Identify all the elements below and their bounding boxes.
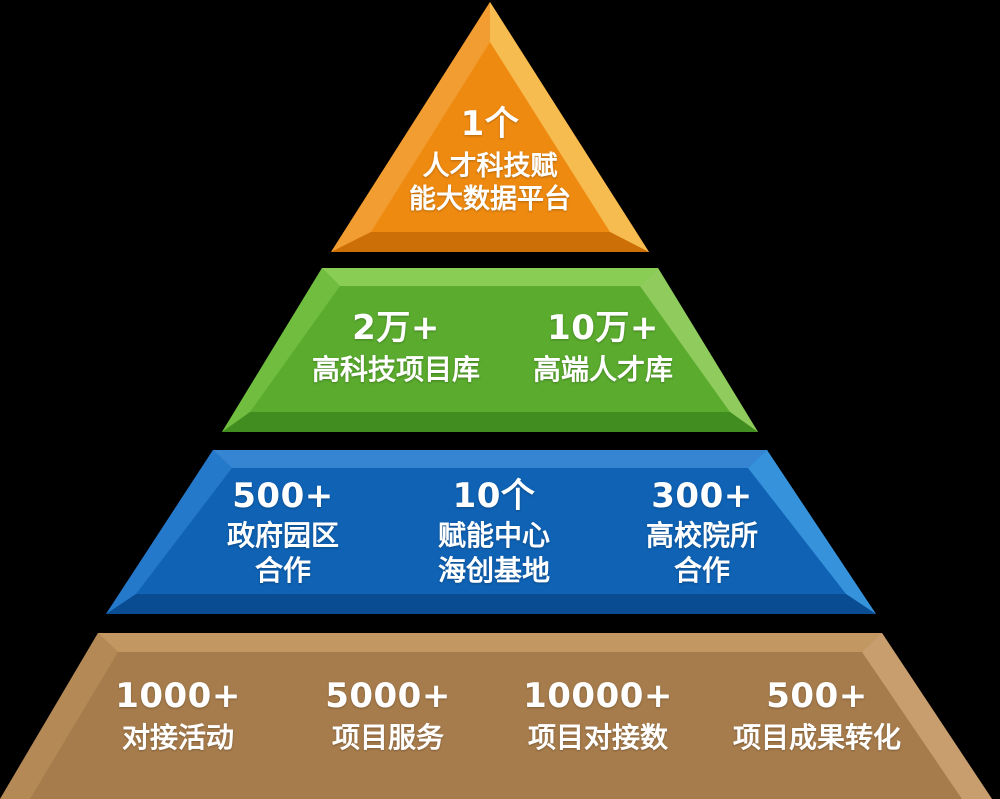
stat-value: 1个 [460,104,520,144]
tier-3-stat-empowerment-centers: 10个 赋能中心 海创基地 [438,476,550,588]
stat-label: 项目服务 [331,721,444,754]
tier-2-shape [222,268,758,432]
stat-label: 高科技项目库 [311,353,481,386]
stat-value: 500+ [232,476,334,516]
tier-3-shape [106,450,876,614]
tier-4-stat-project-matchings: 10000+ 项目对接数 [523,676,673,755]
stat-value: 10万+ [547,308,659,348]
stat-value: 10个 [452,476,536,516]
stat-value: 300+ [651,476,753,516]
stat-label: 赋能中心 海创基地 [437,519,551,587]
tier-4-shape [0,633,992,799]
stat-value: 10000+ [523,676,673,716]
stat-label: 对接活动 [121,721,234,754]
tier-1-shape [331,2,649,252]
tier-4-stat-project-services: 5000+ 项目服务 [325,676,451,755]
tier-2-stat-project-library: 2万+ 高科技项目库 [312,308,480,387]
stat-label: 人才科技赋 能大数据平台 [409,151,571,215]
stat-value: 5000+ [325,676,451,716]
stat-label: 项目对接数 [527,721,668,754]
stat-value: 500+ [766,676,868,716]
stat-value: 1000+ [115,676,241,716]
stat-label: 项目成果转化 [732,721,902,754]
tier-3-stat-government-parks: 500+ 政府园区 合作 [227,476,339,588]
stat-label: 高端人才库 [532,353,674,386]
stat-label: 政府园区 合作 [226,519,340,587]
tier-3-stat-universities: 300+ 高校院所 合作 [646,476,758,588]
tier-2-stat-talent-library: 10万+ 高端人才库 [533,308,673,387]
tier-1-stat-platform: 1个 人才科技赋 能大数据平台 [409,104,571,216]
tier-4-stat-achievement-transfer: 500+ 项目成果转化 [733,676,901,755]
stat-value: 2万+ [352,308,440,348]
stat-label: 高校院所 合作 [645,519,759,587]
tier-4-stat-matchmaking-events: 1000+ 对接活动 [115,676,241,755]
